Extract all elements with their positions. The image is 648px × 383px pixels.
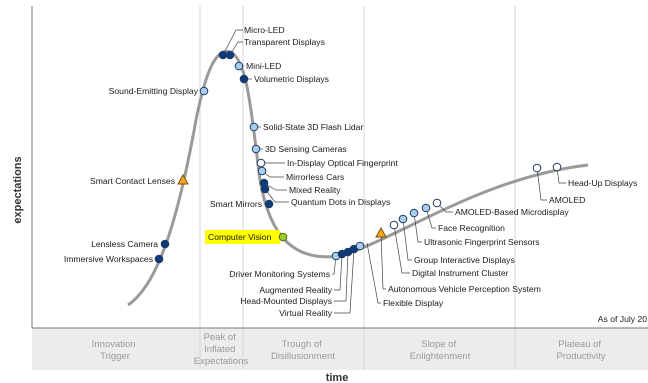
phase-1-line-2: Trigger [100, 351, 130, 362]
phase-3-line-2: Disillusionment [271, 351, 335, 362]
marker-3d-sensing-cameras[interactable] [251, 144, 261, 154]
phase-peak: Peak of Inflated Expectations [194, 332, 249, 367]
phase-2-line-2: Inflated [204, 344, 235, 355]
label-amoled-microdisplay: AMOLED-Based Microdisplay [455, 207, 569, 217]
label-mirrorless-cars: Mirrorless Cars [286, 172, 344, 182]
label-mini-led: Mini-LED [246, 61, 281, 71]
label-volumetric-displays: Volumetric Displays [254, 74, 329, 84]
marker-head-up-displays[interactable] [552, 162, 562, 172]
label-in-display-fingerprint: In-Display Optical Fingerprint [287, 158, 398, 168]
label-solid-state-lidar: Solid-State 3D Flash Lidar [263, 122, 363, 132]
label-lensless-camera: Lensless Camera [91, 239, 158, 249]
phase-slope: Slope of Enlightenment [410, 339, 471, 362]
marker-mirrorless-cars[interactable] [257, 166, 267, 176]
label-transparent-displays: Transparent Displays [244, 37, 325, 47]
marker-computer-vision[interactable] [278, 232, 288, 242]
phase-band [32, 328, 648, 370]
label-digital-instrument-cluster: Digital Instrument Cluster [412, 268, 509, 278]
computer-vision-highlight [205, 230, 280, 244]
marker-digital-cluster-a[interactable] [355, 241, 365, 251]
marker-smart-contact-lenses[interactable] [177, 173, 189, 185]
marker-ultrasonic-fingerprint[interactable] [421, 203, 431, 213]
as-of-note: As of July 20 [598, 314, 647, 324]
phase-plateau: Plateau of Productivity [556, 339, 605, 362]
phase-labels: Innovation Trigger Peak of Inflated Expe… [92, 332, 606, 367]
marker-autonomous-vehicle[interactable] [389, 220, 399, 230]
label-head-mounted-displays: Head-Mounted Displays [240, 296, 332, 306]
phase-2-line-1: Peak of [204, 332, 237, 343]
label-3d-sensing-cameras: 3D Sensing Cameras [265, 144, 347, 154]
x-axis-label: time [326, 372, 349, 383]
phase-4-line-1: Slope of [421, 339, 456, 350]
marker-amoled[interactable] [532, 163, 542, 173]
marker-transparent-displays[interactable] [225, 50, 235, 60]
marker-flexible-display[interactable] [375, 226, 387, 238]
marker-face-recognition[interactable] [432, 198, 442, 208]
label-quantum-dots: Quantum Dots in Displays [291, 197, 390, 207]
label-immersive-workspaces: Immersive Workspaces [64, 254, 153, 264]
marker-in-display-fingerprint[interactable] [256, 158, 266, 168]
label-computer-vision: Computer Vision [208, 232, 272, 242]
phase-innovation-trigger: Innovation Trigger [92, 339, 138, 362]
marker-lensless-camera[interactable] [160, 239, 170, 249]
label-amoled: AMOLED [549, 195, 585, 205]
phase-5-line-2: Productivity [556, 351, 605, 362]
phase-4-line-2: Enlightenment [410, 351, 471, 362]
marker-quantum-dots[interactable] [260, 184, 270, 194]
marker-volumetric-displays[interactable] [239, 74, 249, 84]
label-sound-emitting-display: Sound-Emitting Display [109, 86, 199, 96]
label-micro-led: Micro-LED [244, 25, 285, 35]
label-smart-contact-lenses: Smart Contact Lenses [90, 176, 175, 186]
phase-3-line-1: Trough of [282, 339, 323, 350]
marker-mini-led[interactable] [234, 61, 244, 71]
marker-digital-instrument-cluster[interactable] [398, 214, 408, 224]
phase-1-line-1: Innovation [92, 339, 136, 350]
y-axis-label: expectations [12, 156, 24, 223]
phase-2-line-3: Expectations [194, 356, 249, 367]
markers [154, 50, 562, 264]
label-driver-monitoring: Driver Monitoring Systems [229, 269, 330, 279]
phase-trough: Trough of Disillusionment [271, 339, 335, 362]
label-virtual-reality: Virtual Reality [279, 308, 333, 318]
axes [31, 6, 648, 329]
marker-immersive-workspaces[interactable] [154, 254, 164, 264]
label-flexible-display: Flexible Display [383, 298, 444, 308]
label-group-interactive-displays: Group Interactive Displays [414, 255, 515, 265]
label-augmented-reality: Augmented Reality [259, 285, 332, 295]
label-autonomous-vehicle: Autonomous Vehicle Perception System [388, 284, 541, 294]
marker-group-interactive-displays[interactable] [409, 208, 419, 218]
label-mixed-reality: Mixed Reality [289, 185, 341, 195]
label-ultrasonic-fingerprint: Ultrasonic Fingerprint Sensors [424, 237, 540, 247]
marker-sound-emitting-display[interactable] [199, 86, 209, 96]
marker-solid-state-lidar[interactable] [249, 122, 259, 132]
label-face-recognition: Face Recognition [438, 223, 505, 233]
marker-micro-led[interactable] [218, 50, 228, 60]
label-smart-mirrors: Smart Mirrors [210, 199, 262, 209]
marker-smart-mirrors[interactable] [264, 199, 274, 209]
phase-5-line-1: Plateau of [558, 339, 601, 350]
label-head-up-displays: Head-Up Displays [568, 178, 637, 188]
technology-labels: Micro-LED Transparent Displays Mini-LED … [64, 25, 637, 318]
